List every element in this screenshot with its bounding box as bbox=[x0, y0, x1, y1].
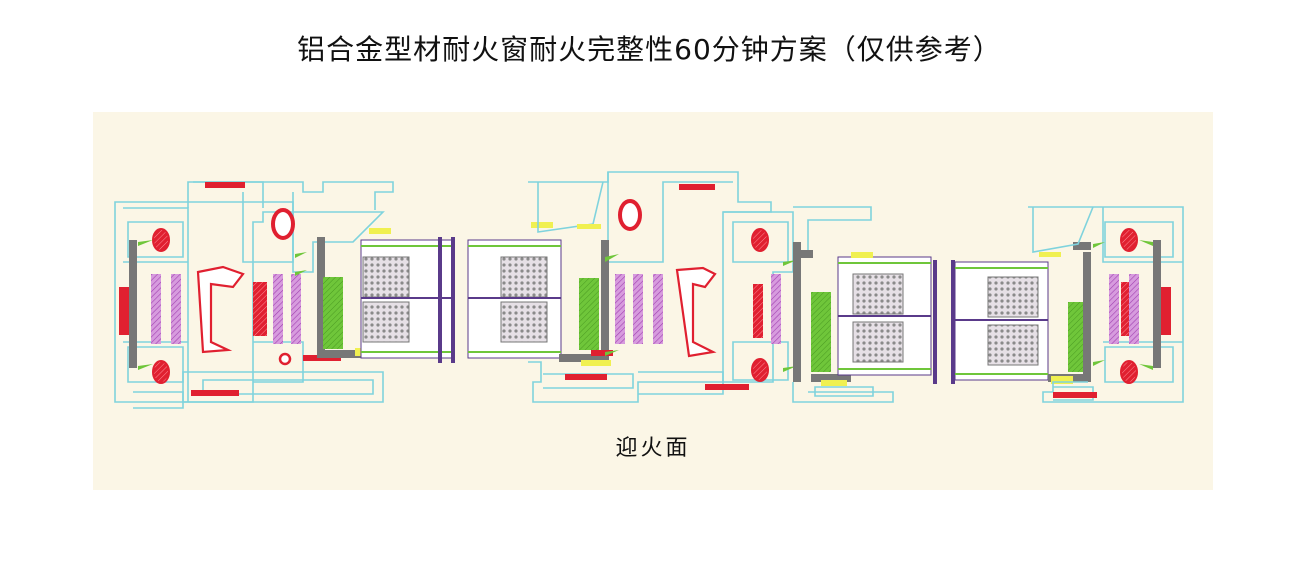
left-seal-red bbox=[119, 287, 129, 335]
glass-unit-4 bbox=[954, 261, 1049, 381]
fire-window-section-drawing: 迎火面 bbox=[93, 112, 1213, 490]
glass-unit-2 bbox=[467, 222, 562, 359]
left-strip-2 bbox=[171, 274, 181, 344]
center-gasket-hook bbox=[675, 266, 717, 358]
center-green-spacer bbox=[579, 278, 599, 350]
glass-unit-3 bbox=[837, 252, 955, 384]
left-outer-bead bbox=[129, 240, 137, 368]
page-title: 铝合金型材耐火窗耐火完整性60分钟方案（仅供参考） bbox=[297, 33, 1002, 66]
left-frame-assembly bbox=[114, 181, 394, 409]
left-gasket-hook bbox=[196, 265, 245, 354]
center-top-ring bbox=[618, 199, 642, 231]
left-strip-1 bbox=[151, 274, 161, 344]
left-top-seal bbox=[205, 182, 245, 188]
left-screw-top bbox=[152, 228, 170, 252]
left-red-block bbox=[253, 282, 267, 336]
right-outer-bead bbox=[1153, 240, 1161, 368]
left-bead-grey bbox=[317, 237, 325, 357]
glass-unit-1 bbox=[360, 228, 455, 363]
left-green-spacer bbox=[323, 277, 343, 349]
fire-side-label: 迎火面 bbox=[615, 436, 691, 461]
section-drawing-svg bbox=[114, 171, 1184, 409]
left-bottom-seal bbox=[191, 390, 239, 396]
right-seal-red bbox=[1161, 287, 1171, 335]
left-screw-bottom bbox=[152, 360, 170, 384]
left-top-ring bbox=[271, 208, 295, 240]
